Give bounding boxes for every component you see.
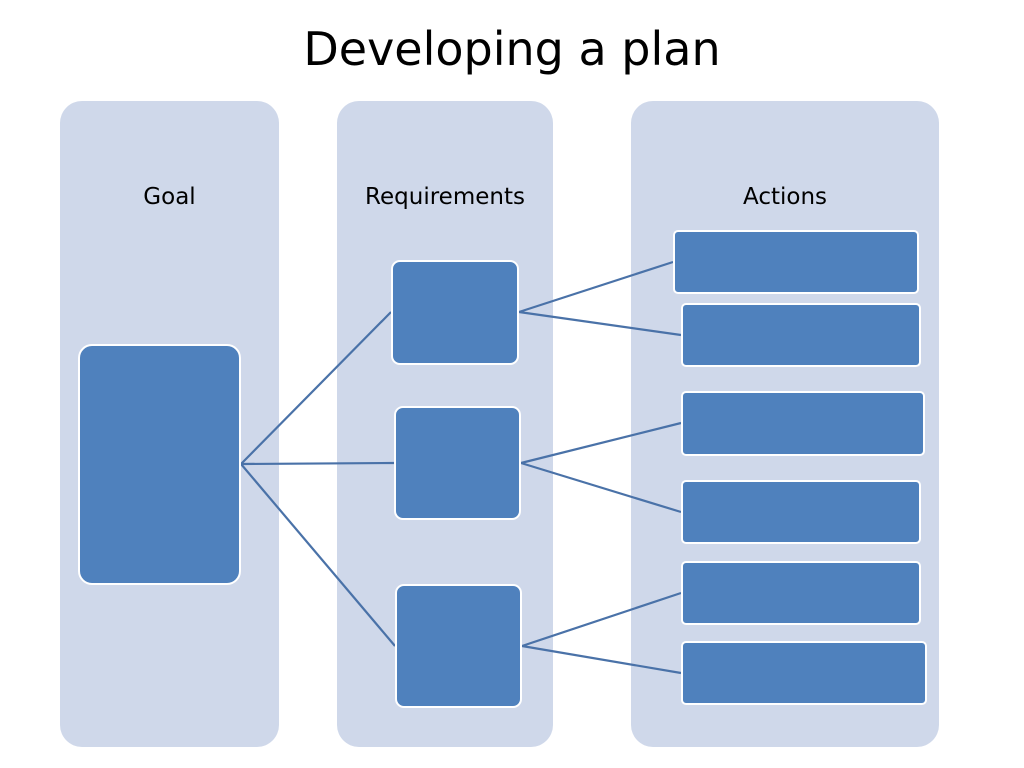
action-box-3[interactable] — [681, 391, 925, 456]
goal-column-label: Goal — [143, 184, 196, 210]
actions-column-label: Actions — [742, 184, 827, 210]
action-box-4[interactable] — [681, 480, 921, 544]
action-box-1[interactable] — [673, 230, 919, 294]
goal-box[interactable] — [78, 344, 241, 585]
requirement-box-2[interactable] — [394, 406, 521, 520]
requirements-column-label: Requirements — [365, 184, 525, 210]
action-box-2[interactable] — [681, 303, 921, 367]
action-box-6[interactable] — [681, 641, 927, 705]
requirement-box-3[interactable] — [395, 584, 522, 708]
slide-title: Developing a plan — [303, 22, 721, 76]
requirement-box-1[interactable] — [391, 260, 519, 365]
action-box-5[interactable] — [681, 561, 921, 625]
